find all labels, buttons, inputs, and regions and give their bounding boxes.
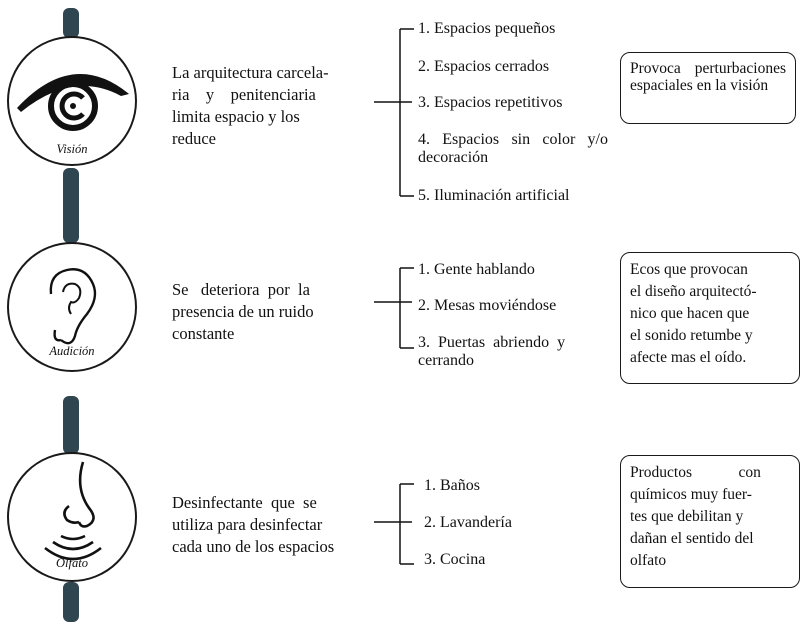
list-item: 1. Baños bbox=[424, 477, 480, 494]
list-item: 1. Gente hablando bbox=[418, 261, 535, 278]
list-item: 4. Espacios sin color y/o decoración bbox=[418, 131, 608, 166]
spine-segment bbox=[63, 582, 79, 622]
sense-label: Olfato bbox=[56, 556, 88, 570]
list-item: 2. Espacios cerrados bbox=[418, 58, 550, 75]
sense-label: Visión bbox=[56, 142, 88, 156]
list-item: 5. Iluminación artificial bbox=[418, 187, 570, 204]
audition-circle: Audición bbox=[7, 242, 137, 372]
list-item: 3. Cocina bbox=[424, 551, 486, 568]
spine-segment bbox=[63, 396, 79, 454]
spine-segment bbox=[63, 168, 79, 243]
olfaction-circle: Olfato bbox=[7, 452, 137, 582]
list-item: 1. Espacios pequeños bbox=[418, 20, 556, 37]
sense-label: Audición bbox=[49, 344, 95, 358]
bracket bbox=[374, 28, 414, 197]
eye-icon bbox=[17, 74, 129, 131]
effect-text: Provoca perturbaciones espaciales en la … bbox=[630, 60, 786, 94]
vision-circle: Visión bbox=[7, 36, 137, 166]
nose-icon bbox=[44, 461, 102, 561]
effect-box: Provoca perturbaciones espaciales en la … bbox=[620, 52, 796, 124]
description-text: La arquitectura carcela-ria y penitencia… bbox=[172, 63, 329, 148]
bracket bbox=[374, 483, 414, 565]
spine-segment bbox=[63, 8, 79, 38]
ear-icon bbox=[49, 268, 97, 345]
list-item: 2. Lavandería bbox=[424, 514, 512, 531]
list-item: 3. Espacios repetitivos bbox=[418, 94, 563, 111]
list-item: 2. Mesas moviéndose bbox=[418, 297, 557, 314]
bracket bbox=[374, 267, 414, 349]
